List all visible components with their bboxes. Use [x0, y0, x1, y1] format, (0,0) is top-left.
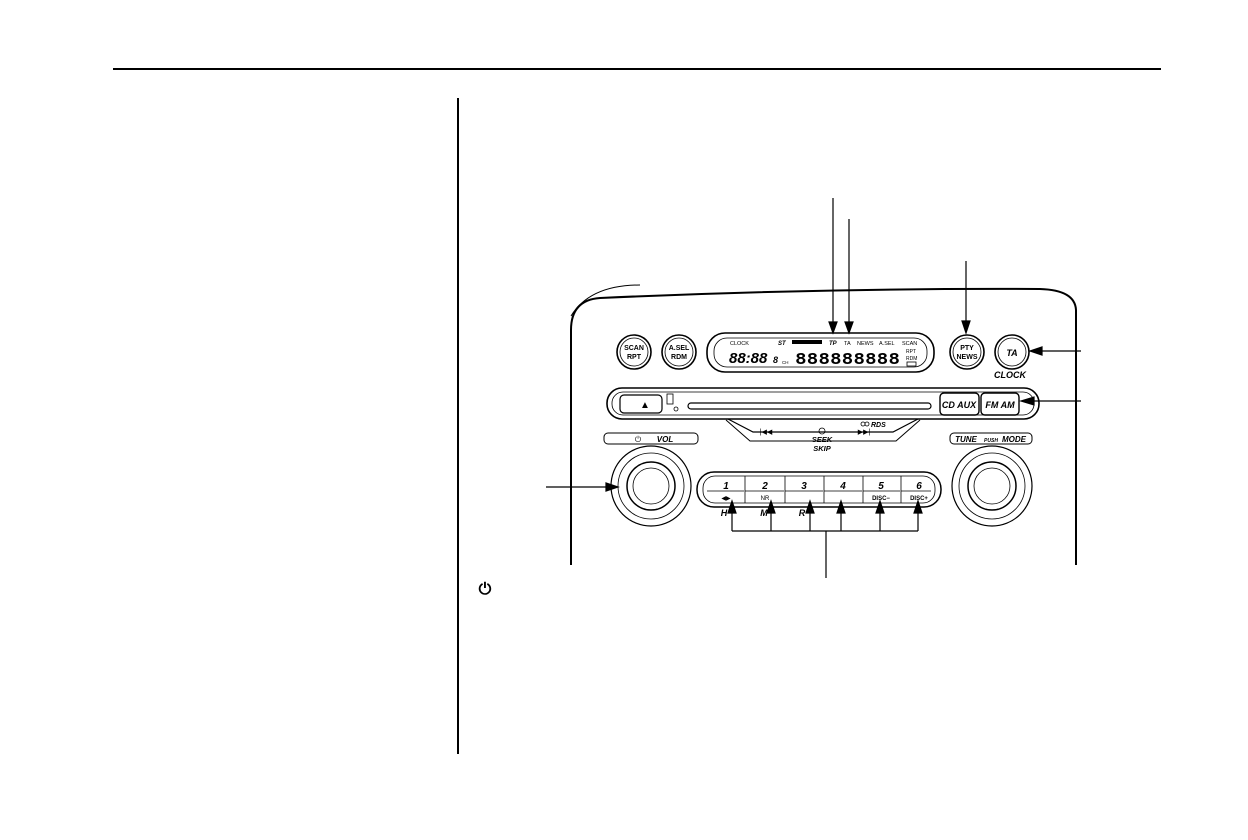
- seek-bar-outline: [727, 418, 919, 433]
- preset-button-6[interactable]: 6 DISC+: [901, 481, 931, 502]
- pty-news-button[interactable]: PTY NEWS: [949, 334, 985, 370]
- rpt-label: RPT: [627, 354, 642, 361]
- preset-sub-1: ◀▶: [721, 496, 731, 502]
- cd-slot-panel: [606, 387, 1040, 442]
- preset-button-4[interactable]: 4: [824, 481, 862, 492]
- lcd-rpt-label: RPT: [906, 349, 916, 355]
- lcd-scan-label: SCAN: [902, 341, 917, 347]
- preset-number-1: 1: [723, 481, 729, 492]
- mode-label: MODE: [1002, 435, 1027, 444]
- cd-slot[interactable]: [687, 402, 932, 410]
- preset-number-3: 3: [801, 481, 807, 492]
- faceplate-outline: [570, 287, 1077, 565]
- tune-label-plate: [949, 432, 1033, 445]
- lcd-tp-label: TP: [829, 341, 838, 347]
- preset-number-2: 2: [761, 481, 768, 492]
- preset-below-m: M: [760, 508, 768, 518]
- preset-number-4: 4: [839, 481, 846, 492]
- fm-am-button[interactable]: FM AM: [980, 392, 1020, 416]
- lcd-ch-label: CH: [782, 360, 789, 365]
- pty-label: PTY: [960, 345, 974, 352]
- eject-button[interactable]: ▲: [619, 394, 663, 414]
- lcd-st-label: ST: [778, 341, 787, 347]
- fm-am-label: FM AM: [985, 400, 1015, 410]
- ta-label: TA: [1006, 348, 1017, 358]
- lcd-rdm-label: RDM: [906, 356, 917, 362]
- lcd-clock-label: CLOCK: [730, 341, 749, 347]
- asel-label: A.SEL: [669, 345, 690, 352]
- preset-button-5[interactable]: 5 DISC−: [863, 481, 900, 502]
- rds-label: RDS: [871, 422, 886, 429]
- seek-next-icon[interactable]: ▶▶|: [858, 429, 871, 436]
- lcd-level-bar: [792, 340, 822, 344]
- asel-rdm-button[interactable]: A.SEL RDM: [661, 334, 697, 370]
- preset-number-6: 6: [916, 481, 922, 492]
- lcd-segment-text: 888888888: [795, 350, 900, 368]
- seek-prev-icon[interactable]: |◀◀: [760, 429, 773, 436]
- news-label: NEWS: [957, 354, 978, 361]
- seek-bar-lower-outline: [725, 419, 921, 442]
- push-label: PUSH: [984, 438, 998, 444]
- preset-below-r: R: [799, 508, 806, 518]
- rds-logo-icon-2: [864, 421, 870, 427]
- vol-label-plate: [603, 432, 699, 445]
- seek-rocker-center[interactable]: [818, 427, 826, 435]
- tune-label: TUNE: [955, 435, 977, 444]
- lcd-asel-label: A.SEL: [879, 341, 895, 347]
- preset-button-1[interactable]: 1 ◀▶: [707, 481, 744, 502]
- lcd-news-label: NEWS: [857, 341, 874, 347]
- preset-number-5: 5: [878, 481, 884, 492]
- skip-label: SKIP: [813, 444, 832, 453]
- lcd-display: CLOCK ST TP TA NEWS A.SEL SCAN RPT RDM 8…: [706, 332, 935, 373]
- column-divider: [457, 98, 459, 754]
- lcd-small-digit: 8: [773, 355, 778, 365]
- vol-knob[interactable]: [610, 445, 692, 527]
- power-icon: ⏻: [479, 581, 492, 598]
- top-rule: [113, 68, 1161, 70]
- preset-button-2[interactable]: 2 NR: [745, 481, 784, 502]
- rdm-label: RDM: [671, 354, 687, 361]
- ta-button[interactable]: TA: [994, 334, 1030, 370]
- disc-logo-icon: [666, 393, 674, 405]
- faceplate-edge: [570, 284, 641, 317]
- rds-logo-icon: [860, 421, 866, 427]
- eject-icon: ▲: [640, 400, 650, 411]
- cd-aux-button[interactable]: CD AUX: [939, 392, 980, 416]
- seek-label: SEEK: [812, 435, 833, 444]
- scan-label: SCAN: [624, 345, 644, 352]
- scan-rpt-button[interactable]: SCAN RPT: [616, 334, 652, 370]
- preset-below-h: H: [721, 508, 728, 518]
- clock-label: CLOCK: [994, 370, 1027, 380]
- cd-aux-label: CD AUX: [942, 400, 977, 410]
- lcd-ta-label: TA: [844, 341, 851, 347]
- vol-label: VOL: [657, 435, 674, 444]
- preset-sub-2: NR: [761, 496, 770, 502]
- lcd-cd-indicator: [906, 361, 917, 367]
- lcd-time-digits: 88:88: [729, 350, 768, 367]
- preset-sub-6: DISC+: [910, 496, 928, 502]
- indicator-led: [673, 406, 679, 412]
- preset-panel: [696, 471, 942, 508]
- tune-knob[interactable]: [951, 445, 1033, 527]
- callout-leaders: [546, 198, 1081, 578]
- preset-sub-5: DISC−: [872, 496, 890, 502]
- preset-panel-inner: [702, 475, 936, 504]
- vol-power-icon: ⏻: [635, 435, 642, 444]
- preset-button-3[interactable]: 3: [785, 481, 823, 492]
